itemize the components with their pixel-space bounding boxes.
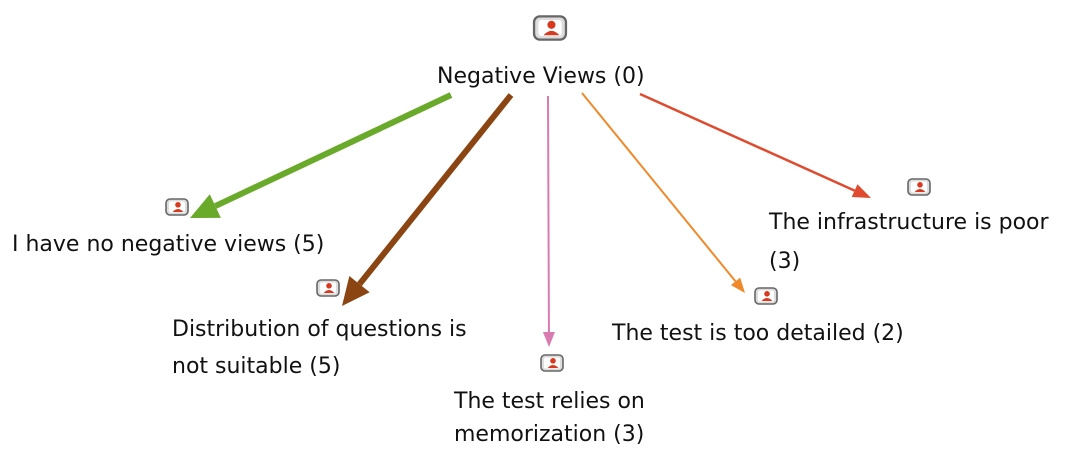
root-node-label[interactable]: Negative Views (0) xyxy=(437,64,645,89)
too-detailed-code-icon[interactable] xyxy=(754,287,778,305)
infrastructure-code-icon[interactable] xyxy=(907,178,931,196)
memorization-code-icon[interactable] xyxy=(540,354,564,372)
child-node-no-negative-label[interactable]: I have no negative views (5) xyxy=(12,232,325,257)
child-node-memorization-label-line1[interactable]: The test relies on xyxy=(454,389,645,414)
child-node-infrastructure-label-line2[interactable]: (3) xyxy=(769,249,801,274)
child-node-too-detailed-label[interactable]: The test is too detailed (2) xyxy=(612,321,904,346)
no-negative-code-icon[interactable] xyxy=(165,198,189,216)
edge-to-too-detailed xyxy=(581,92,745,293)
edge-to-no-negative xyxy=(190,92,453,218)
distribution-code-icon[interactable] xyxy=(316,279,340,297)
child-node-distribution-label-line2[interactable]: not suitable (5) xyxy=(172,354,341,379)
edge-to-distribution xyxy=(342,93,514,306)
child-node-memorization-label-line2[interactable]: memorization (3) xyxy=(454,422,645,447)
root-code-icon[interactable] xyxy=(532,15,568,41)
child-node-infrastructure-label-line1[interactable]: The infrastructure is poor xyxy=(769,210,1049,235)
child-node-distribution-label-line1[interactable]: Distribution of questions is xyxy=(172,317,467,342)
edge-to-memorization xyxy=(542,95,555,347)
edge-to-infrastructure xyxy=(639,92,871,198)
